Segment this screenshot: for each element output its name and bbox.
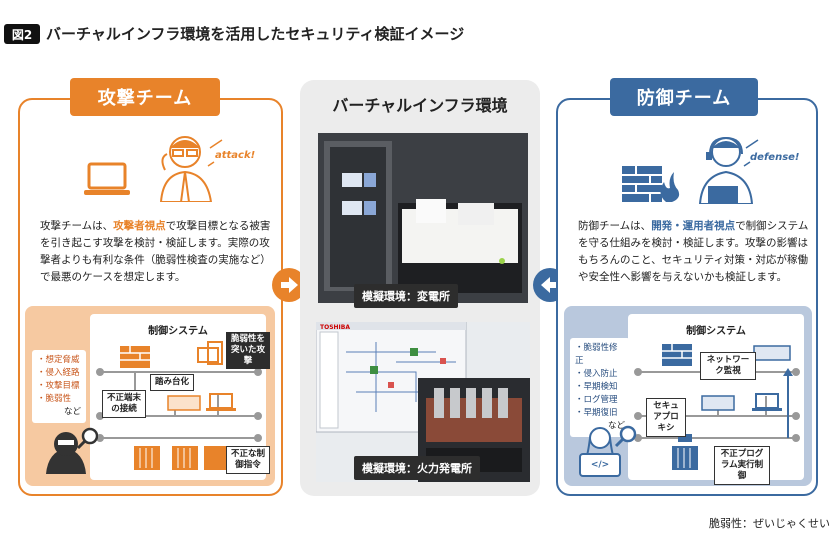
attack-list-item: ・脆弱性 (37, 394, 72, 404)
attack-threat-list: ・想定脅威 ・侵入経路 ・攻撃目標 ・脆弱性 など (32, 350, 86, 423)
attack-tag-foothold: 踏み台化 (150, 374, 194, 391)
defense-network-diagram (634, 344, 800, 470)
figure-title: バーチャルインフラ環境を活用したセキュリティ検証イメージ (46, 25, 465, 43)
attack-control-title: 制御システム (148, 326, 208, 337)
attack-bubble-lines (207, 139, 223, 167)
defense-description: 防御チームは、開発・運用者視点で制御システムを守る仕組みを検討・検証します。攻撃… (578, 218, 810, 286)
attack-list-item: ・想定脅威 (37, 355, 80, 365)
defense-text-post: で制御システムを守る仕組みを検討・検証します。攻撃の影響はもちろんのこと、セキュ… (578, 220, 809, 283)
defense-bubble: defense! (750, 152, 800, 163)
defense-measure-list: ・脆弱性修正 ・侵入防止 ・早期検知 ・ログ管理 ・早期復旧 など (570, 338, 630, 437)
defense-bubble-lines (743, 139, 759, 167)
hacker-icon (46, 427, 98, 474)
caption-substation: 模擬環境：変電所 (354, 284, 458, 308)
laptop-icon (84, 162, 130, 195)
attack-text-pre: 攻撃チームは、 (40, 220, 114, 232)
attack-text-highlight: 攻撃者視点 (113, 220, 166, 232)
attack-text-post: で攻撃目標となる被害を引き起こす攻撃を検討・検証します。実際の攻撃者よりも有利な… (40, 220, 271, 283)
defense-tag-program: 不正プログラム実行制御 (714, 446, 770, 485)
attack-list-item: ・攻撃目標 (37, 381, 80, 391)
attacker-person-icon (159, 136, 213, 202)
screen-brand: TOSHIBA (320, 324, 350, 331)
defense-text-pre: 防御チームは、 (578, 220, 652, 232)
attack-tag-vuln: 脆弱性を突いた攻撃 (226, 332, 270, 369)
defense-list-item: ・早期復旧 (575, 408, 618, 418)
defense-list-item: ・ログ管理 (575, 395, 618, 405)
defense-tag-proxy: セキュアプロキシ (646, 398, 686, 437)
defense-list-item: ・早期検知 (575, 382, 618, 392)
attack-tag-command: 不正な制御指令 (226, 446, 270, 474)
defense-list-item: ・侵入防止 (575, 369, 618, 379)
defense-team-label: 防御チーム (610, 78, 758, 116)
figure-badge: 図2 (4, 24, 40, 44)
substation-photo (318, 133, 528, 303)
attack-list-item: ・侵入経路 (37, 368, 80, 378)
footnote: 脆弱性：ぜいじゃくせい (709, 517, 830, 530)
attack-team-label: 攻撃チーム (70, 78, 220, 116)
firewall-flame-icon (622, 166, 680, 202)
defense-control-title: 制御システム (686, 326, 746, 337)
attack-description: 攻撃チームは、攻撃者視点で攻撃目標となる被害を引き起こす攻撃を検討・検証します。… (40, 218, 272, 286)
caption-thermal-plant: 模擬環境：火力発電所 (354, 456, 480, 480)
engineer-icon (579, 425, 637, 477)
attack-bubble: attack! (215, 150, 256, 161)
defense-text-highlight: 開発・運用者視点 (651, 220, 736, 232)
code-icon: </> (590, 460, 610, 470)
defense-list-item: ・脆弱性修正 (575, 343, 618, 366)
defender-person-icon (698, 136, 754, 204)
attack-tag-terminal: 不正端末の接続 (102, 390, 146, 418)
defense-tag-network: ネットワーク監視 (700, 352, 756, 380)
defense-list-suffix: など (607, 421, 625, 431)
attack-list-suffix: など (63, 407, 81, 417)
center-title: バーチャルインフラ環境 (332, 96, 508, 115)
